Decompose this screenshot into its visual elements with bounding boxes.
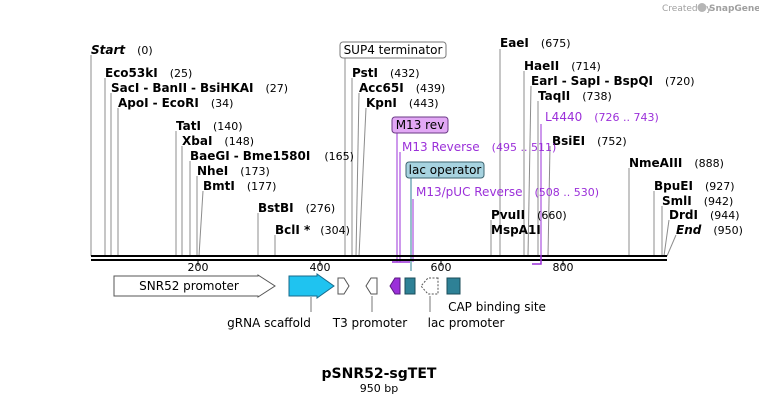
site-bmti[interactable]: BmtI(177) [203,179,276,193]
site-bsiei[interactable]: BsiEI(752) [552,134,627,148]
site-nhei[interactable]: NheI(173) [197,164,270,178]
site-taqii[interactable]: TaqII(738) [538,89,612,103]
lac-promoter-arrow[interactable] [420,277,439,295]
site-acc65i[interactable]: Acc65I(439) [359,81,445,95]
credit-brand: SnapGene [709,4,759,14]
tick-label-800: 800 [553,261,574,274]
cap-binding-site-label: CAP binding site [448,300,546,314]
m13-rev-label[interactable]: M13 rev [396,118,445,132]
tick-label-200: 200 [188,261,209,274]
primer-m13puc-reverse[interactable]: M13/pUC Reverse(508 .. 530) [416,185,599,199]
site-eaei[interactable]: EaeI(675) [500,36,571,50]
site-bstbi[interactable]: BstBI(276) [258,201,335,215]
m13-rev-feature-arrow[interactable] [389,277,401,295]
site-kpni[interactable]: KpnI(443) [366,96,439,110]
l4440-bind-mark [532,255,542,265]
site-end[interactable]: End(950) [676,223,743,237]
leader-bsiei [547,145,551,257]
sup4-terminator-feature[interactable] [337,277,350,295]
features-track: SNR52 promoter gRNA scaffold T3 promoter… [113,273,546,330]
grna-scaffold-arrow[interactable] [288,273,335,299]
primer-labels: M13 Reverse(495 .. 511) M13/pUC Reverse(… [402,110,659,199]
credit-text: Created by [662,4,712,14]
snr52-promoter-label: SNR52 promoter [139,279,239,293]
site-mspa1i[interactable]: MspA1I [491,223,541,237]
site-tati[interactable]: TatI(140) [176,119,243,133]
tick-label-600: 600 [431,261,452,274]
backbone: 200 400 600 800 [91,255,667,274]
site-start[interactable]: Start(0) [91,43,153,57]
primer-m13-reverse[interactable]: M13 Reverse(495 .. 511) [402,140,556,154]
restriction-sites: Start(0) Eco53kI(25) SacI-BanII-BsiHKAI(… [91,36,743,237]
sup4-terminator-box [339,41,447,59]
snr52-promoter-arrow[interactable] [113,274,276,298]
site-haeii[interactable]: HaeII(714) [524,59,601,73]
site-xbai[interactable]: XbaI(148) [182,134,254,148]
m13-rev-box [391,116,449,134]
plasmid-size: 950 bp [360,382,398,395]
site-bpuei[interactable]: BpuEI(927) [654,179,735,193]
site-apoi-ecori[interactable]: ApoI-EcoRI(34) [118,96,233,110]
t3-promoter-arrow[interactable] [365,277,378,295]
primer-leaders [396,124,542,271]
lac-operator-box [405,161,485,179]
t3-promoter-label: T3 promoter [332,316,408,330]
map-title-block: pSNR52-sgTET 950 bp [322,366,437,395]
site-smli[interactable]: SmlI(942) [662,194,733,208]
site-drdi[interactable]: DrdI(944) [669,208,740,222]
primer-marks [392,255,542,265]
leader-bmti [198,190,204,257]
site-eco53ki[interactable]: Eco53kI(25) [105,66,192,80]
leader-kpni [358,107,367,257]
leader-drdi [663,219,670,257]
grna-scaffold-label: gRNA scaffold [227,316,311,330]
site-pvuii[interactable]: PvuII(660) [491,208,567,222]
cap-binding-site-feature[interactable] [446,277,461,295]
lac-operator-label[interactable]: lac operator [409,163,482,177]
site-saci-banii-bsihkai[interactable]: SacI-BanII-BsiHKAI(27) [111,81,288,95]
lac-promoter-label: lac promoter [428,316,505,330]
site-leaders [90,49,677,257]
leader-eari [527,85,532,257]
boxed-labels: SUP4 terminator M13 rev lac operator [339,41,485,179]
site-nmeaiii[interactable]: NmeAIII(888) [629,156,724,170]
snapgene-logo-icon [697,3,707,12]
tick-label-400: 400 [310,261,331,274]
primer-l4440[interactable]: L4440(726 .. 743) [545,110,659,124]
lac-operator-feature[interactable] [404,277,416,295]
site-psti[interactable]: PstI(432) [352,66,420,80]
site-baegi-bme1580i[interactable]: BaeGI-Bme1580I(165) [190,149,354,163]
leader-acc65i [355,92,360,257]
sup4-terminator-label[interactable]: SUP4 terminator [344,43,443,57]
plasmid-name: pSNR52-sgTET [322,366,437,382]
site-bcli[interactable]: BclI *(304) [275,223,350,237]
site-eari-sapi-bspqi[interactable]: EarI-SapI-BspQI(720) [531,74,695,88]
leader-end [666,234,677,257]
snapgene-credit: Created by SnapGene [662,3,759,14]
